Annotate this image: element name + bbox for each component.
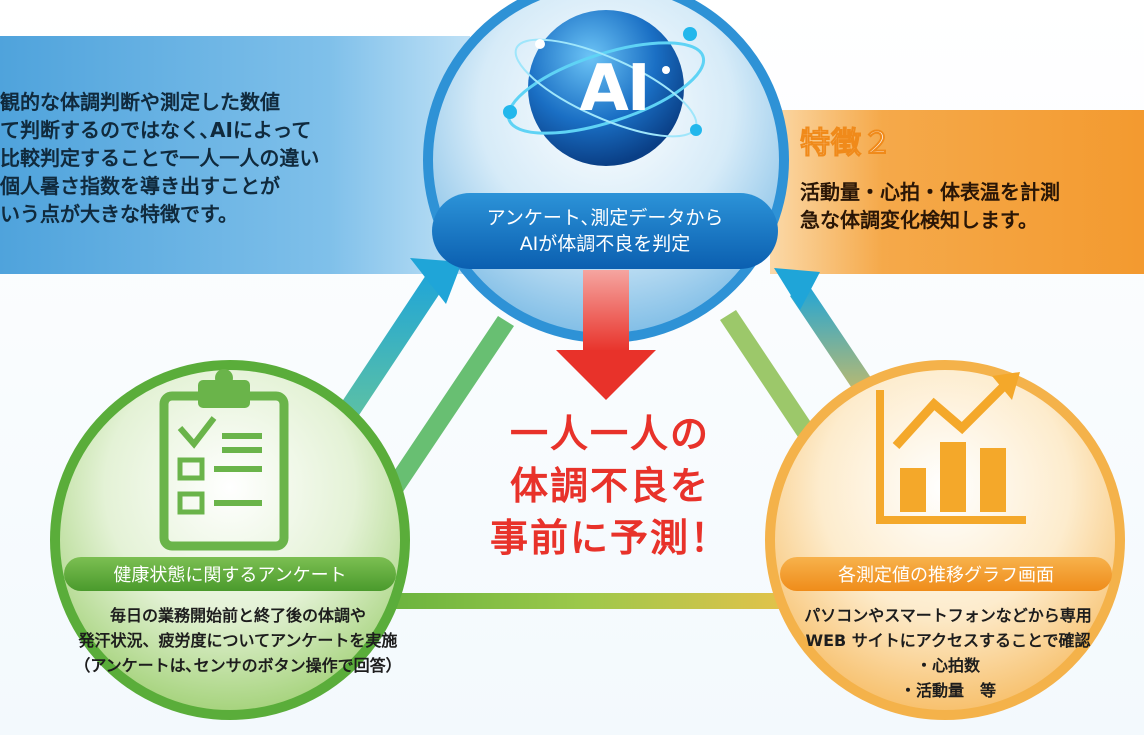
prediction-down-arrow (556, 270, 656, 400)
feature-2-text: 活動量・心拍・体表温を計測 急な体調変化検知します。 (800, 180, 1060, 232)
bar-chart-trend-icon (876, 372, 1026, 524)
survey-desc-line3: （アンケートは､センサのボタン操作で回答） (74, 656, 402, 675)
left-panel-text: 観的な体調判断や測定した数値 て判断するのではなく､AIによって 比較判定するこ… (0, 90, 320, 226)
ai-label-pill: アンケート､測定データから AIが体調不良を判定 (432, 193, 778, 269)
ai-label-line1: アンケート､測定データから (486, 207, 724, 229)
prediction-line3: 事前に予測！ (489, 516, 730, 560)
graph-desc-line4: ・活動量 等 (899, 681, 996, 700)
graph-circle (765, 360, 1125, 720)
survey-description: 毎日の業務開始前と終了後の体調や 発汗状況、疲労度についてアンケートを実施 （ア… (8, 603, 468, 678)
survey-desc-line1: 毎日の業務開始前と終了後の体調や (109, 606, 366, 625)
survey-circle (50, 360, 410, 720)
feature-2-title: 特徴２ (800, 126, 893, 162)
graph-desc-line1: パソコンやスマートフォンなどから専用 (804, 606, 1092, 625)
left-arrow-inner (368, 316, 514, 520)
graph-desc-line2: WEB サイトにアクセスすることで確認 (805, 631, 1091, 650)
prediction-line2: 体調不良を (509, 464, 710, 508)
ai-label-line2: AIが体調不良を判定 (519, 233, 691, 255)
left-feature-panel (0, 36, 470, 274)
graph-desc-line3: ・心拍数 (915, 656, 980, 675)
clipboard-checklist-icon (159, 369, 289, 551)
survey-label-pill: 健康状態に関するアンケート (64, 557, 396, 591)
survey-desc-line2: 発汗状況、疲労度についてアンケートを実施 (78, 631, 398, 650)
ai-logo-text: AI (579, 52, 650, 126)
prediction-text: 一人一人の 体調不良を 事前に予測！ (470, 408, 750, 564)
left-arrowhead-outer (410, 258, 462, 304)
right-arrowhead-outer (774, 268, 820, 310)
bottom-connector (330, 593, 830, 609)
ai-logo-icon (503, 10, 706, 166)
graph-label-pill: 各測定値の推移グラフ画面 (780, 557, 1112, 591)
right-feature-panel (770, 110, 1144, 274)
prediction-line1: 一人一人の (509, 412, 710, 456)
graph-description: パソコンやスマートフォンなどから専用 WEB サイトにアクセスすることで確認 ・… (752, 603, 1144, 703)
